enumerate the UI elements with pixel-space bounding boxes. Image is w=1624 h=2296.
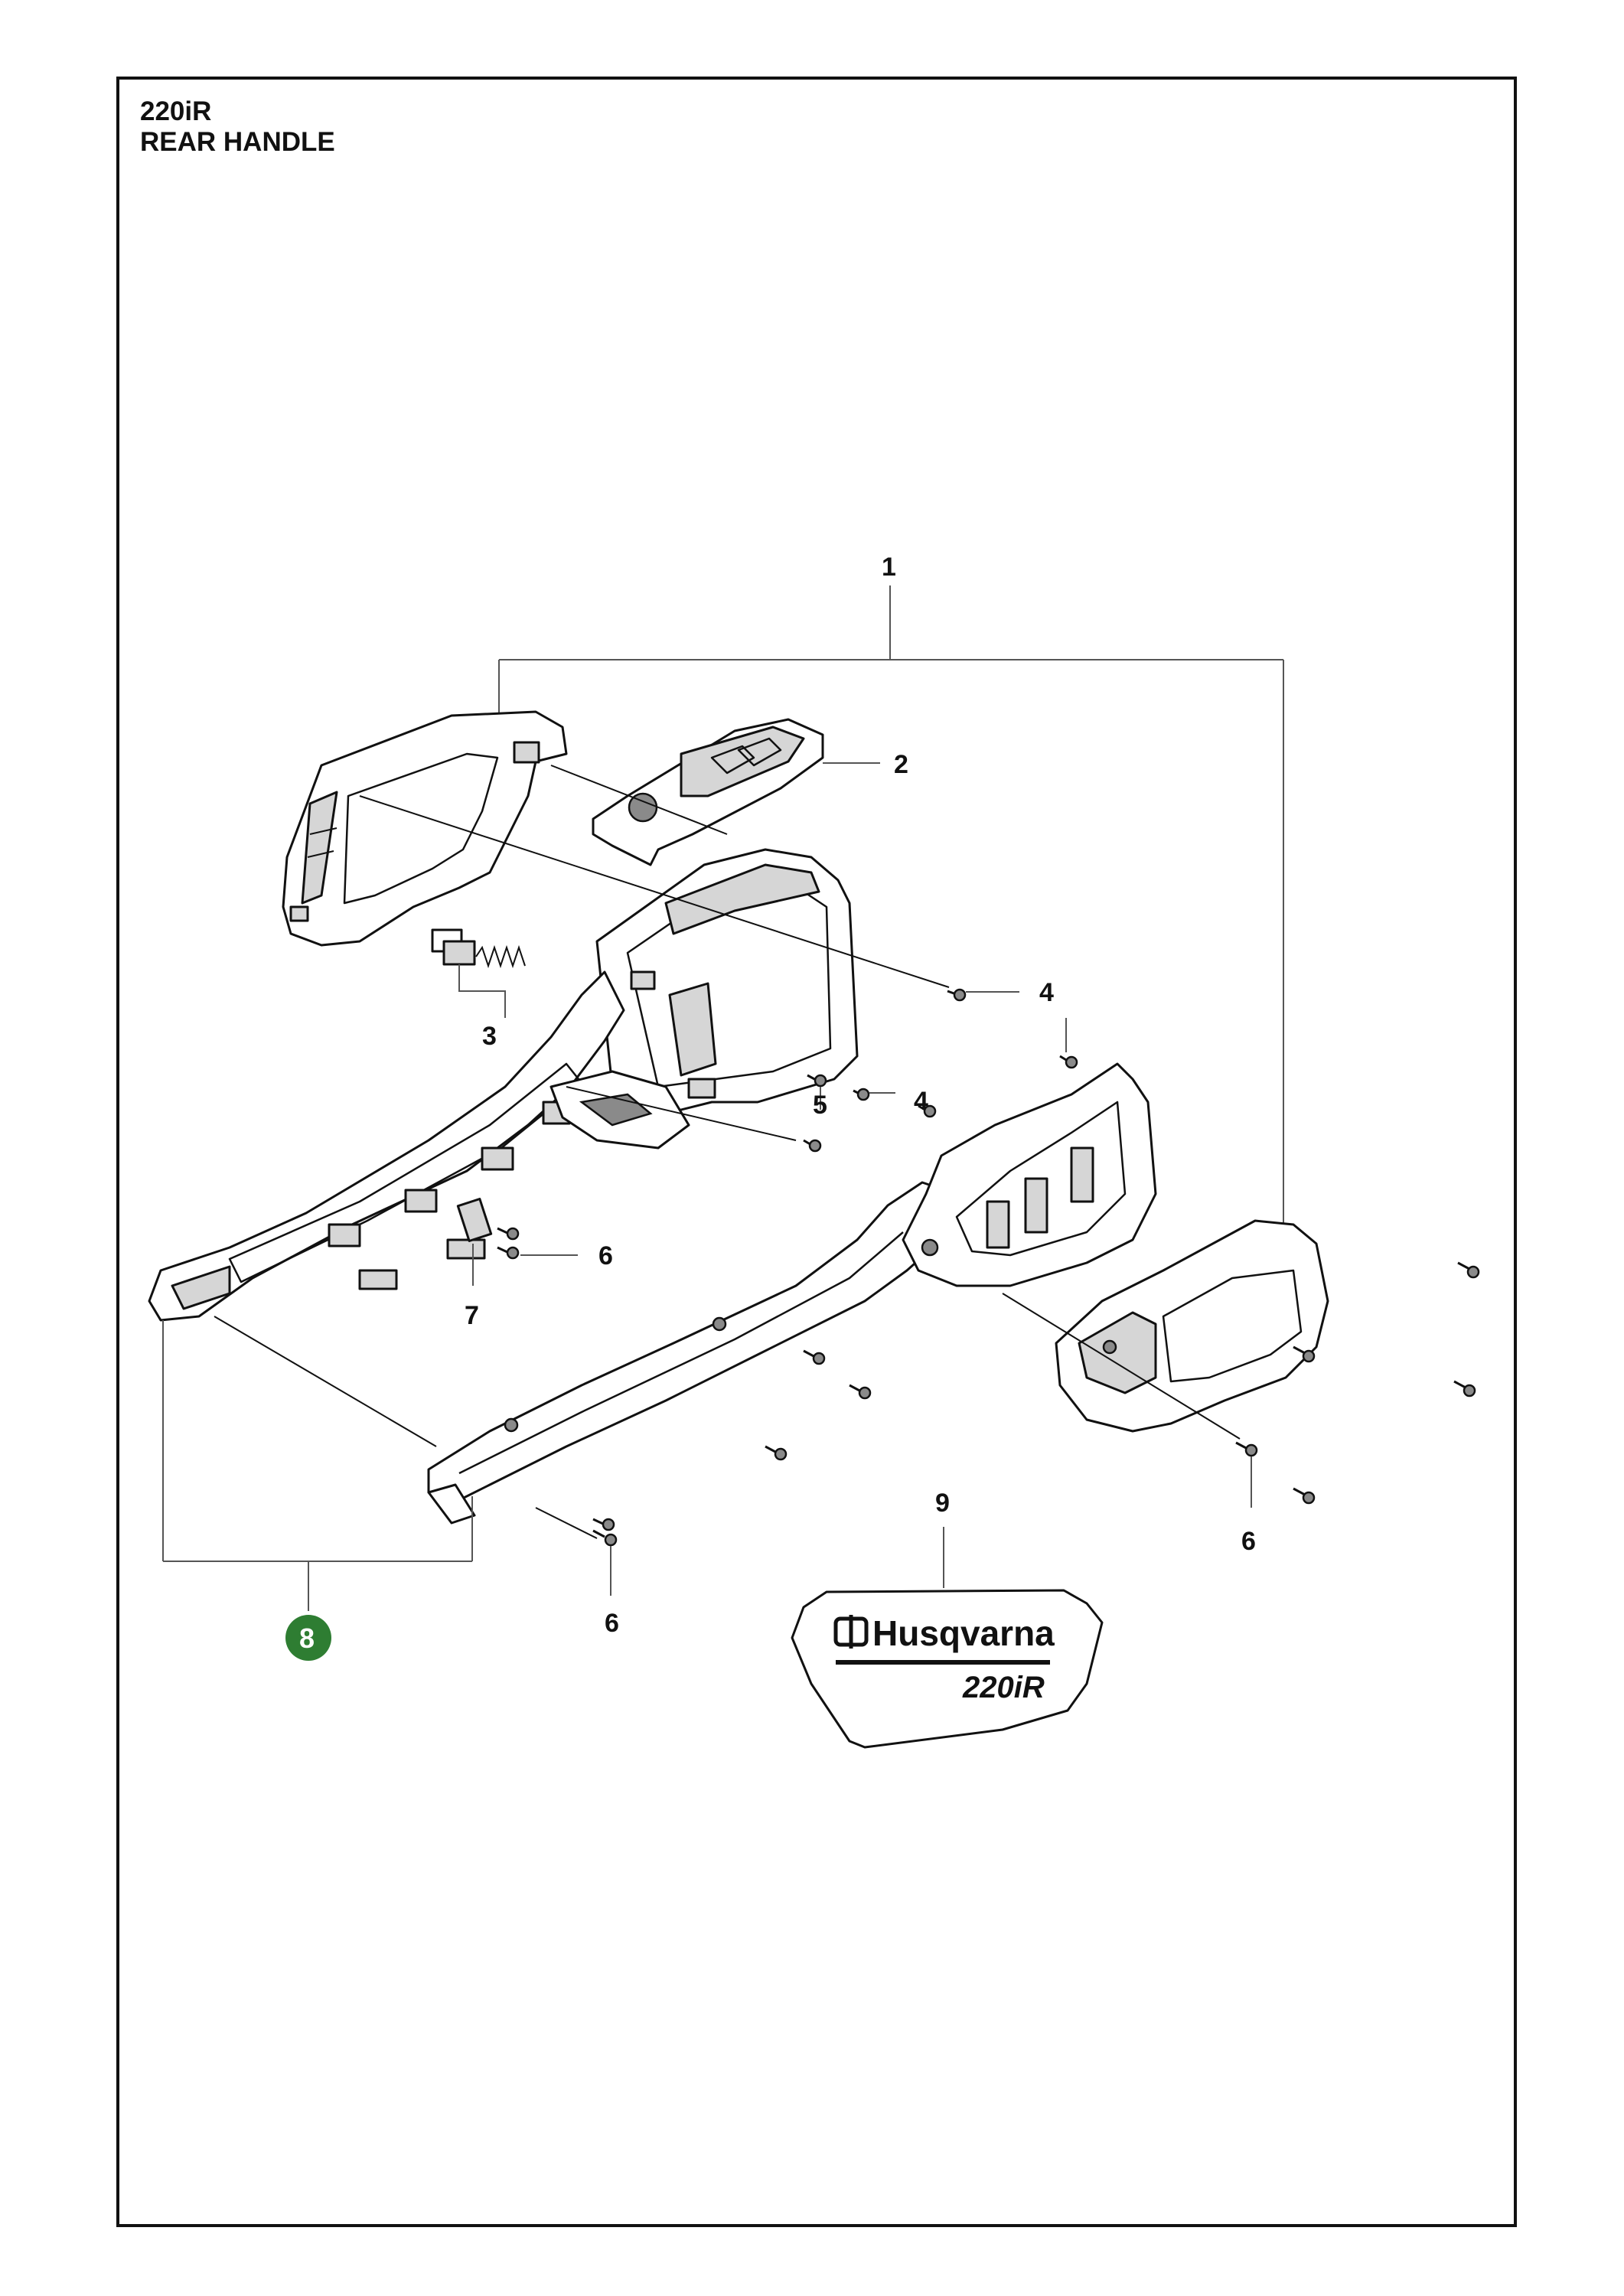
section-title: REAR HANDLE <box>140 127 335 157</box>
callout-8-badge <box>285 1615 331 1661</box>
callout-6-left: 6 <box>598 1241 613 1270</box>
callout-4-upper: 4 <box>1039 978 1054 1007</box>
trigger-cover-part-2 <box>592 718 880 866</box>
main-handle-frame-part-8 <box>148 848 1157 1525</box>
callout-8: 8 <box>299 1623 315 1654</box>
callout-6-right: 6 <box>1241 1527 1256 1556</box>
bracket-part-8 <box>162 1320 473 1611</box>
callout-1: 1 <box>882 553 896 582</box>
right-side-cover <box>1055 1219 1329 1433</box>
decal-part-9: Husqvarna 220iR <box>791 1527 1104 1749</box>
callout-7: 7 <box>465 1301 479 1330</box>
callout-6-bottom: 6 <box>605 1609 619 1638</box>
clip-part-7 <box>456 1198 493 1286</box>
drawing-frame <box>116 77 1517 2227</box>
callout-4-lower: 4 <box>914 1087 928 1116</box>
alignment-lines <box>214 765 1241 1539</box>
left-side-cover <box>282 710 568 947</box>
husqvarna-crown-icon <box>833 1615 869 1649</box>
decal-brand: Husqvarna <box>872 1613 1055 1653</box>
callout-2: 2 <box>894 750 908 779</box>
callouts: 1 2 3 4 4 5 6 6 6 7 9 8 <box>285 553 1256 1661</box>
decal-model: 220iR <box>962 1671 1045 1704</box>
callout-5: 5 <box>813 1091 827 1120</box>
trigger-spring-part-3 <box>431 928 526 1018</box>
callout-3: 3 <box>482 1022 497 1051</box>
model-title: 220iR <box>140 96 212 126</box>
callout-9: 9 <box>935 1489 950 1518</box>
screws <box>497 988 1480 1596</box>
